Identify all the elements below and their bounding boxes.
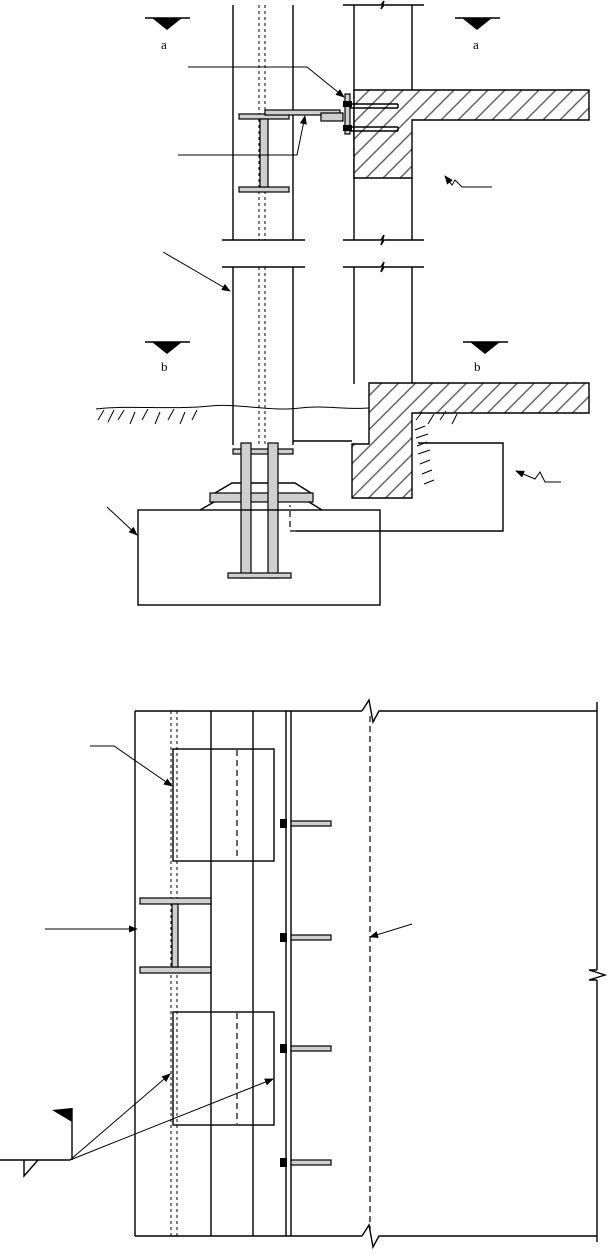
leader-wall-soil-upper [444,175,492,188]
anchor-stud-2 [280,933,332,942]
concrete-wall-lower [343,261,424,384]
section-marker-a-left: a [145,17,190,52]
anchor-stud-1 [280,819,332,828]
section-marker-a-right: a [455,17,500,52]
leader-column [162,251,231,292]
embedded-plate-lower [172,1011,275,1126]
floor-slab-b [351,382,590,499]
drain-pipe-path [289,442,504,532]
plan-view-lower [0,698,608,1250]
leader-wall-soil-lower [515,470,561,483]
floor-slab-a [353,89,590,179]
leader-anchor-bolt [188,66,345,98]
embedded-plate-upper [172,748,275,862]
section-marker-b-right: b [463,341,508,374]
i-beam-section-upper [238,113,290,193]
section-label-b-left: b [161,359,168,374]
steel-column-upper [222,5,305,241]
leader-plate [90,745,173,787]
bracket-connection [264,93,399,135]
ground-surface [95,404,458,485]
section-label-a-right: a [473,37,479,52]
section-elevation-upper: a a [95,0,590,606]
section-label-b-right: b [474,359,481,374]
column-base [199,440,352,511]
section-marker-b-left: b [145,341,190,374]
foundation-block [137,509,381,606]
leader-bracket-plate [178,115,307,156]
anchor-stud-4 [280,1158,332,1167]
i-beam-section-plan [139,897,212,974]
weld-symbol [0,1073,274,1178]
leader-wall-edge [369,923,413,939]
anchor-stud-3 [280,1044,332,1053]
steel-column-lower [222,266,305,445]
leader-foundation [106,506,138,536]
section-label-a-left: a [161,37,167,52]
